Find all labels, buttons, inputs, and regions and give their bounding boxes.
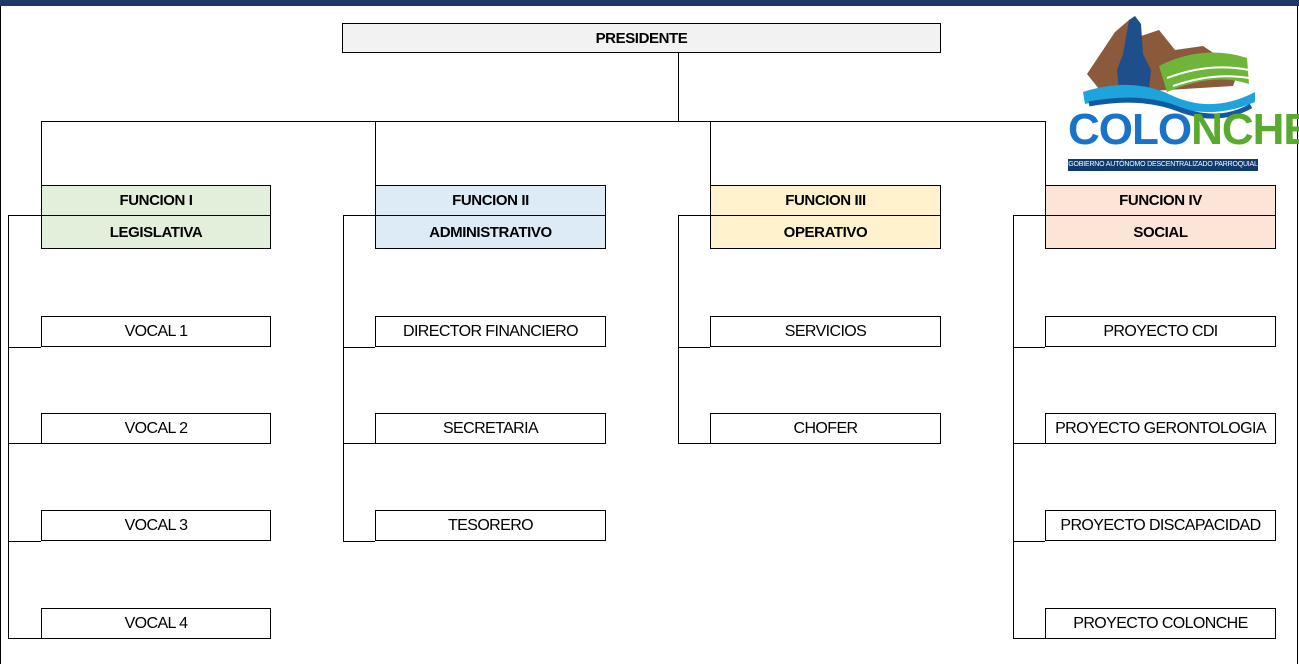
- bracket-4-item-2: [1013, 443, 1045, 444]
- frame-left-border: [0, 6, 1, 664]
- connector-to-funcion-4: [1045, 121, 1046, 185]
- org-box-proyecto-gerontologia: PROYECTO GERONTOLOGIA: [1045, 413, 1276, 444]
- connector-to-funcion-3: [710, 121, 711, 185]
- frame-right-border: [1297, 6, 1298, 664]
- bracket-4-item-4: [1013, 638, 1045, 639]
- top-banner: [0, 0, 1299, 6]
- bracket-1-spine: [8, 215, 9, 638]
- funcion-4-title: FUNCION IV: [1045, 185, 1276, 216]
- bracket-1-top: [8, 215, 41, 216]
- bracket-3-top: [678, 215, 710, 216]
- bracket-2-spine: [343, 215, 344, 542]
- bracket-3-item-1: [678, 347, 710, 348]
- connector-president-down: [678, 53, 679, 121]
- bracket-3-spine: [678, 215, 679, 444]
- funcion-2-area: ADMINISTRATIVO: [375, 215, 606, 249]
- org-box-servicios: SERVICIOS: [710, 316, 941, 347]
- president-box: PRESIDENTE: [342, 23, 941, 53]
- bracket-4-spine: [1013, 215, 1014, 638]
- bracket-4-item-1: [1013, 347, 1045, 348]
- bracket-3-item-2: [678, 443, 710, 444]
- logo-text-green: NCHE: [1191, 105, 1299, 154]
- funcion-2-title: FUNCION II: [375, 185, 606, 216]
- bracket-1-item-2: [8, 443, 41, 444]
- bracket-4-top: [1013, 215, 1045, 216]
- funcion-1-title: FUNCION I: [41, 185, 271, 216]
- logo-subtitle: GOBIERNO AUTÓNOMO DESCENTRALIZADO PARROQ…: [1068, 159, 1258, 171]
- bracket-2-item-2: [343, 443, 375, 444]
- org-box-proyecto-cdi: PROYECTO CDI: [1045, 316, 1276, 347]
- bracket-2-top: [343, 215, 375, 216]
- colonche-logo-text: COLONCHE: [1068, 105, 1299, 154]
- org-box-secretaria: SECRETARIA: [375, 413, 606, 444]
- connector-to-funcion-2: [375, 121, 376, 185]
- org-box-proyecto-discapacidad: PROYECTO DISCAPACIDAD: [1045, 510, 1276, 541]
- bracket-2-item-1: [343, 347, 375, 348]
- logo-text-blue: COLO: [1068, 105, 1192, 154]
- funcion-1-area: LEGISLATIVA: [41, 215, 271, 249]
- colonche-logo-emblem-icon: [1083, 16, 1255, 119]
- bracket-4-item-3: [1013, 541, 1045, 542]
- org-box-tesorero: TESORERO: [375, 510, 606, 541]
- org-box-chofer: CHOFER: [710, 413, 941, 444]
- org-box-vocal-4: VOCAL 4: [41, 608, 271, 639]
- funcion-3-area: OPERATIVO: [710, 215, 941, 249]
- org-box-vocal-3: VOCAL 3: [41, 510, 271, 541]
- org-box-proyecto-colonche: PROYECTO COLONCHE: [1045, 608, 1276, 639]
- org-box-vocal-1: VOCAL 1: [41, 316, 271, 347]
- funcion-4-area: SOCIAL: [1045, 215, 1276, 249]
- bracket-2-item-3: [343, 541, 375, 542]
- connector-to-funcion-1: [41, 121, 42, 185]
- org-box-vocal-2: VOCAL 2: [41, 413, 271, 444]
- connector-top-horizontal: [41, 121, 1046, 122]
- org-box-director-financiero: DIRECTOR FINANCIERO: [375, 316, 606, 347]
- funcion-3-title: FUNCION III: [710, 185, 941, 216]
- bracket-1-item-3: [8, 541, 41, 542]
- bracket-1-item-4: [8, 638, 41, 639]
- bracket-1-item-1: [8, 347, 41, 348]
